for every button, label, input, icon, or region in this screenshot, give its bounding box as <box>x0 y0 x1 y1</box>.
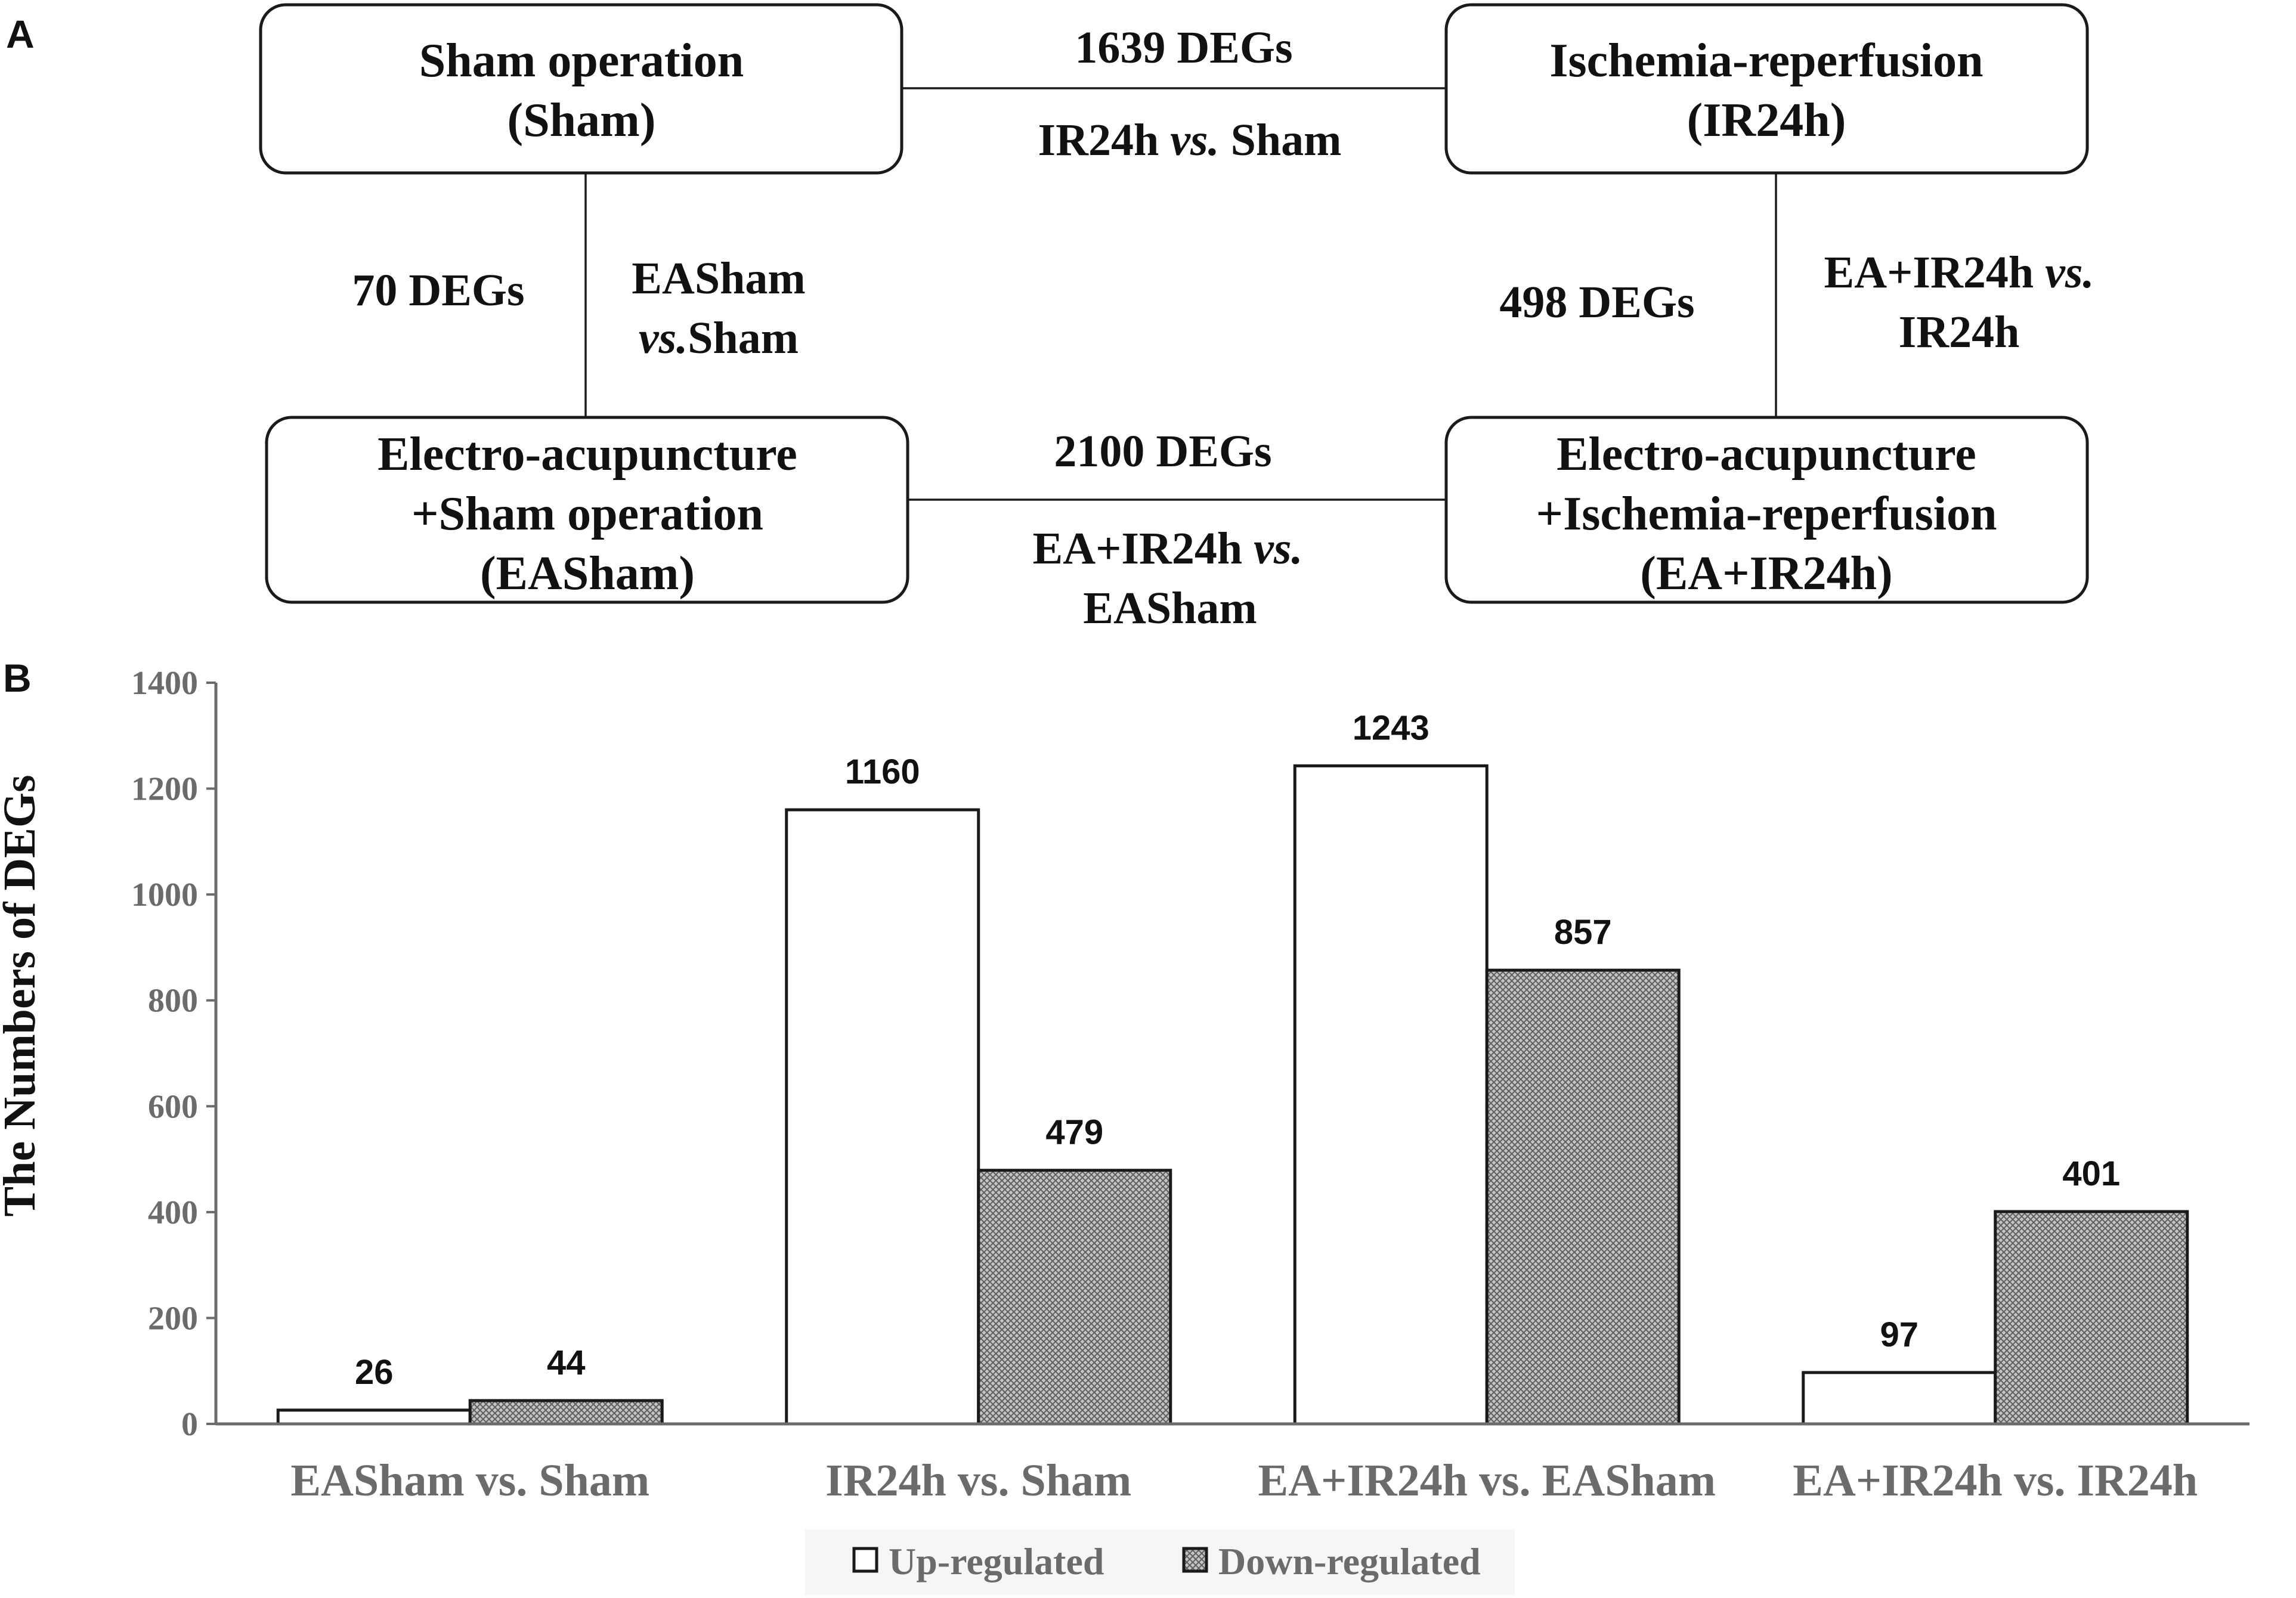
box-easham-line-2: +Sham operation <box>411 488 763 540</box>
edge-left-comparison-line-2: vs.Sham <box>639 313 799 363</box>
box-ir24h: Ischemia-reperfusion (IR24h) <box>1444 3 2089 175</box>
x-category-label: EA+IR24h vs. IR24h <box>1793 1455 2198 1506</box>
edge-bottom-comparison-line-1: EA+IR24h vs. <box>1033 524 1303 574</box>
bar-value-label: 401 <box>2062 1154 2120 1193</box>
bar-value-label: 857 <box>1554 913 1612 952</box>
bar-value-label: 1160 <box>845 752 920 791</box>
x-category-label: IR24h vs. Sham <box>825 1455 1131 1506</box>
x-category-label: EA+IR24h vs. EASham <box>1258 1455 1716 1506</box>
panel-b-label: B <box>3 656 32 700</box>
bar-up-regulated <box>276 1408 472 1426</box>
bar-up-regulated <box>1802 1371 1997 1426</box>
bar-value-label: 1243 <box>1353 708 1429 747</box>
box-easham-line-1: Electro-acupuncture <box>377 428 797 481</box>
edge-right-comparison-line-1: EA+IR24h vs. <box>1824 247 2094 298</box>
y-tick-label: 800 <box>148 983 198 1020</box>
legend-swatch-down-regulated <box>1182 1547 1208 1573</box>
edge-top-comparison: IR24h vs. Sham <box>1038 115 1342 165</box>
box-easham: Electro-acupuncture +Sham operation (EAS… <box>265 416 909 604</box>
bar-down-regulated <box>1485 968 1681 1426</box>
box-ir24h-line-2: (IR24h) <box>1687 94 1846 147</box>
legend-label: Down-regulated <box>1218 1540 1481 1582</box>
bar-down-regulated <box>1994 1210 2189 1426</box>
box-ir24h-line-1: Ischemia-reperfusion <box>1549 35 1983 87</box>
panel-b: B The Numbers of DEGs 0 200 400 600 800 1000 1… <box>0 656 2249 1595</box>
box-sham-line-2: (Sham) <box>508 94 656 147</box>
y-tick-label: 1000 <box>131 877 198 913</box>
edge-bottom-comparison-line-2: EASham <box>1083 583 1257 633</box>
y-tick-label: 1200 <box>131 771 198 808</box>
panel-a: A Sham operation (Sham) Ischemia-reperfu… <box>6 3 2094 633</box>
edge-bottom-count: 2100 DEGs <box>1054 426 1271 476</box>
bar-value-label: 44 <box>547 1343 586 1382</box>
legend-box <box>805 1529 1515 1595</box>
bar-down-regulated <box>468 1399 664 1426</box>
y-tick-label: 600 <box>148 1088 198 1125</box>
y-tick-label: 200 <box>148 1300 198 1337</box>
y-tick-label: 400 <box>148 1194 198 1231</box>
bar-up-regulated <box>1293 764 1489 1426</box>
edge-left-comparison-line-1: EASham <box>632 253 805 304</box>
y-tick-label: 0 <box>181 1406 198 1443</box>
bar-value-label: 26 <box>355 1353 394 1392</box>
edge-right-count: 498 DEGs <box>1499 277 1694 327</box>
edge-top-count: 1639 DEGs <box>1075 23 1292 73</box>
edge-left-count: 70 DEGs <box>352 265 524 315</box>
box-sham: Sham operation (Sham) <box>259 3 903 175</box>
box-ea-ir24h-line-1: Electro-acupuncture <box>1557 428 1976 481</box>
box-ea-ir24h: Electro-acupuncture +Ischemia-reperfusio… <box>1444 416 2089 604</box>
edge-right-comparison-line-2: IR24h <box>1899 307 2020 357</box>
box-ea-ir24h-line-2: +Ischemia-reperfusion <box>1536 488 1997 540</box>
bar-up-regulated <box>785 808 980 1426</box>
box-sham-line-1: Sham operation <box>419 35 744 87</box>
bar-value-label: 97 <box>1880 1315 1919 1354</box>
y-tick-label: 1400 <box>131 665 198 702</box>
legend-label: Up-regulated <box>889 1540 1104 1582</box>
bar-value-label: 479 <box>1045 1113 1103 1152</box>
panel-a-label: A <box>6 12 35 56</box>
legend-swatch-up-regulated <box>852 1547 878 1573</box>
box-ea-ir24h-line-3: (EA+IR24h) <box>1640 547 1892 600</box>
box-easham-line-3: (EASham) <box>480 547 695 600</box>
x-category-label: EASham vs. Sham <box>290 1455 649 1506</box>
bar-down-regulated <box>977 1169 1172 1426</box>
y-axis-label: The Numbers of DEGs <box>0 775 45 1216</box>
